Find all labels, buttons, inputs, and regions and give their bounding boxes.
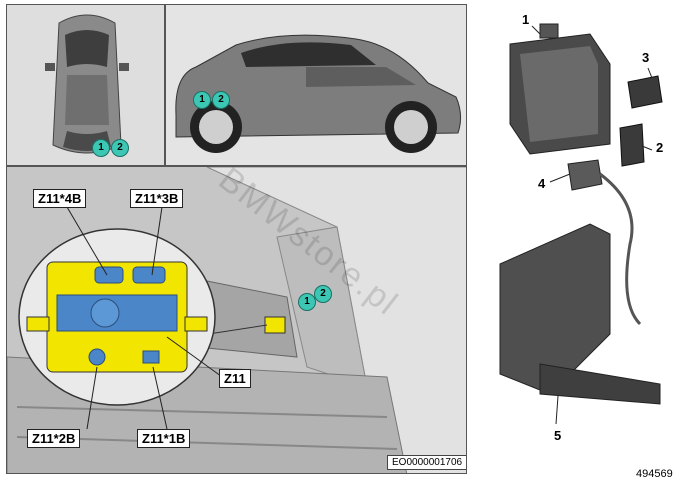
connector-z11-3b (132, 266, 166, 284)
part-4-connector (567, 159, 642, 326)
zoom-circle (18, 228, 216, 406)
exploded-parts-illustration (499, 23, 663, 425)
label-z11-2b: Z11*2B (27, 429, 81, 448)
part-1-module (509, 23, 611, 155)
callout-1: 1 (298, 293, 316, 311)
connector-z11-2b (88, 348, 106, 366)
label-z11-1b: Z11*1B (137, 429, 191, 448)
car-top-view-illustration (45, 14, 129, 154)
inset-top-view: 1 2 (6, 4, 165, 166)
callout-2: 2 (111, 139, 129, 157)
part-number-2: 2 (656, 140, 664, 155)
callout-2: 2 (314, 285, 332, 303)
part-5-bracket (499, 223, 661, 405)
document-number: 494569 (636, 468, 673, 480)
label-z11-4b: Z11*4B (33, 189, 87, 208)
main-trunk-view: 1 2 Z11*4B Z11*3B Z11 Z11*2B Z11*1B EO00… (6, 166, 467, 474)
leader-lines (66, 206, 226, 430)
inset-side-view: 1 2 (165, 4, 467, 166)
connector-z11-1b (142, 350, 160, 364)
car-side-view-illustration (175, 34, 462, 153)
callout-1: 1 (193, 91, 211, 109)
eo-number: EO0000001706 (387, 455, 466, 470)
callout-1: 1 (92, 139, 110, 157)
part-number-4: 4 (538, 176, 546, 191)
part-number-3: 3 (642, 50, 650, 65)
part-number-5: 5 (554, 428, 562, 443)
label-z11-3b: Z11*3B (130, 189, 184, 208)
part-3-plug (627, 75, 663, 109)
part-number-1: 1 (522, 12, 530, 27)
callout-2: 2 (212, 91, 230, 109)
part-2-plug (619, 123, 645, 167)
connector-z11-4b (94, 266, 124, 284)
label-z11: Z11 (219, 369, 251, 388)
